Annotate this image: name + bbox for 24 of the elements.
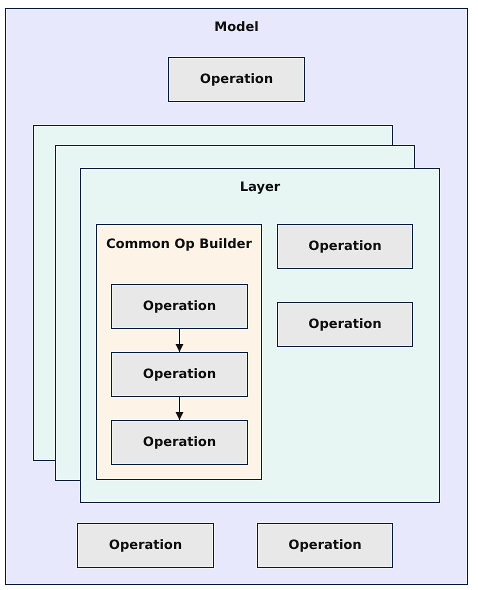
operation-label: Operation [287,536,363,554]
model-container [5,8,468,585]
panel-title: Layer [238,179,282,197]
operation-box [257,523,393,568]
panel-title: Model [213,19,260,37]
panel-title: Common Op Builder [105,236,253,254]
operation-box [277,224,413,269]
operation-box [168,57,305,102]
arrow [176,396,184,420]
arrow [176,328,184,352]
builder-panel [96,224,262,480]
operation-label: Operation [307,316,383,334]
operation-box [277,302,413,347]
operation-label: Operation [142,366,218,384]
operation-label: Operation [108,536,184,554]
layer-stack [33,125,440,503]
operation-box [111,352,248,397]
operation-label: Operation [307,238,383,256]
operation-label: Operation [142,434,218,452]
operation-box [111,420,248,465]
operation-box [111,284,248,329]
operation-label: Operation [198,70,274,88]
operation-box [77,523,214,568]
operation-label: Operation [142,298,218,316]
